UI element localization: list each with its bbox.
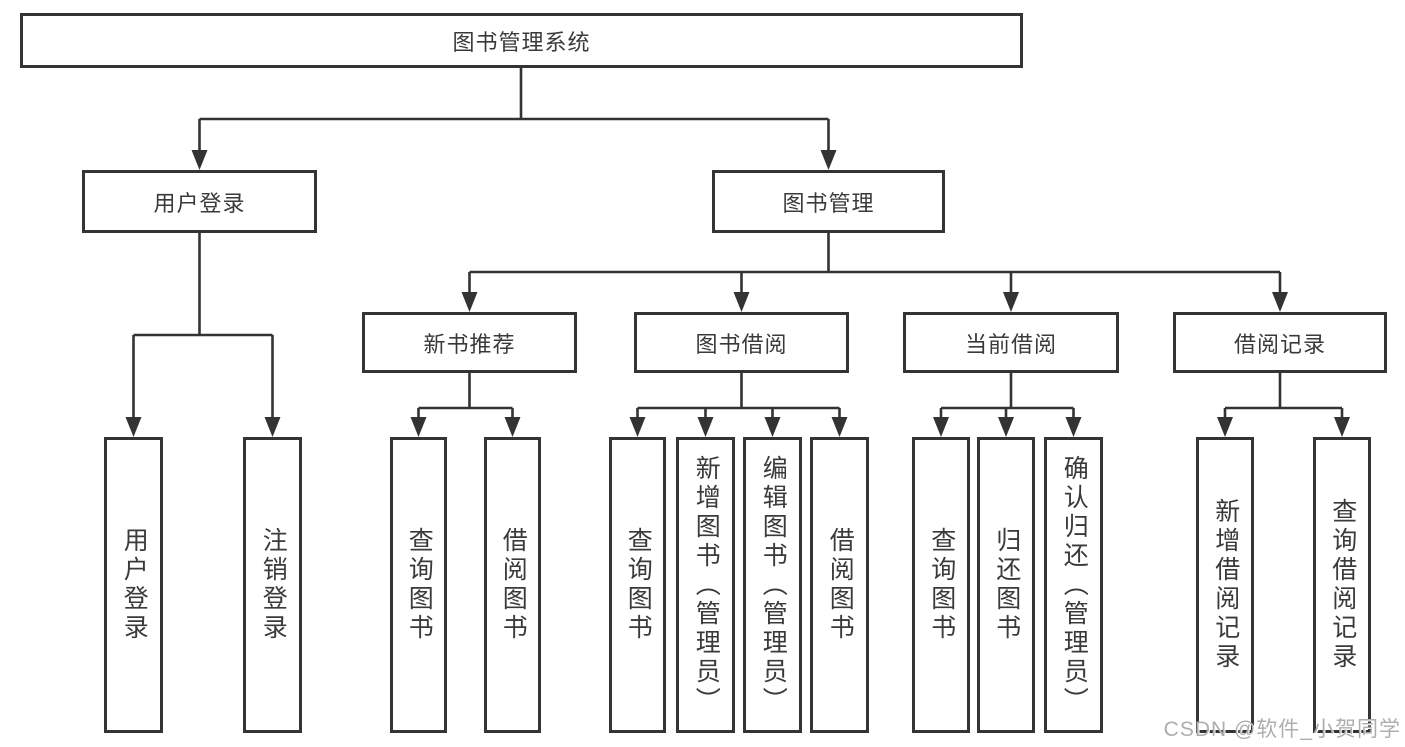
leaf-label: 查询借阅记录 — [1328, 498, 1357, 672]
node-label: 当前借阅 — [964, 331, 1057, 357]
node-library-management-system: 图书管理系统 — [20, 13, 1023, 68]
node-label: 借阅记录 — [1233, 331, 1326, 357]
leaf-label: 用户登录 — [120, 527, 149, 643]
node-book-borrow: 图书借阅 — [634, 312, 849, 373]
node-label: 图书管理系统 — [452, 29, 591, 55]
node-label: 图书管理 — [782, 190, 875, 216]
leaf-query-book-current: 查询图书 — [912, 437, 970, 733]
node-label: 用户登录 — [153, 190, 246, 216]
leaf-confirm-return-admin: 确认归还（管理员） — [1044, 437, 1103, 733]
leaf-query-book-recommend: 查询图书 — [390, 437, 447, 733]
leaf-label: 查询图书 — [405, 527, 434, 643]
leaf-logout: 注销登录 — [243, 437, 302, 733]
leaf-borrow-book-recommend: 借阅图书 — [484, 437, 541, 733]
node-label: 图书借阅 — [695, 331, 788, 357]
leaf-query-book-borrow: 查询图书 — [609, 437, 666, 733]
leaf-user-login: 用户登录 — [104, 437, 163, 733]
leaf-label: 借阅图书 — [499, 527, 528, 643]
leaf-label: 查询图书 — [624, 527, 653, 643]
leaf-label: 查询图书 — [927, 527, 956, 643]
leaf-label: 借阅图书 — [826, 527, 855, 643]
leaf-label: 新增图书（管理员） — [692, 454, 721, 716]
node-book-management: 图书管理 — [712, 170, 945, 233]
csdn-watermark: CSDN @软件_小贺同学 — [1163, 718, 1401, 741]
leaf-label: 确认归还（管理员） — [1060, 454, 1089, 716]
leaf-borrow-book: 借阅图书 — [810, 437, 869, 733]
leaf-edit-book-admin: 编辑图书（管理员） — [743, 437, 802, 733]
leaf-label: 编辑图书（管理员） — [759, 454, 788, 716]
node-user-login: 用户登录 — [82, 170, 317, 233]
leaf-label: 新增借阅记录 — [1211, 498, 1240, 672]
node-borrow-record: 借阅记录 — [1173, 312, 1387, 373]
leaf-query-borrow-record: 查询借阅记录 — [1313, 437, 1371, 733]
leaf-add-book-admin: 新增图书（管理员） — [676, 437, 735, 733]
leaf-label: 注销登录 — [259, 527, 288, 643]
leaf-return-book: 归还图书 — [977, 437, 1035, 733]
node-label: 新书推荐 — [423, 331, 516, 357]
leaf-add-borrow-record: 新增借阅记录 — [1196, 437, 1254, 733]
node-current-borrow: 当前借阅 — [903, 312, 1119, 373]
node-new-book-recommend: 新书推荐 — [362, 312, 577, 373]
leaf-label: 归还图书 — [992, 527, 1021, 643]
